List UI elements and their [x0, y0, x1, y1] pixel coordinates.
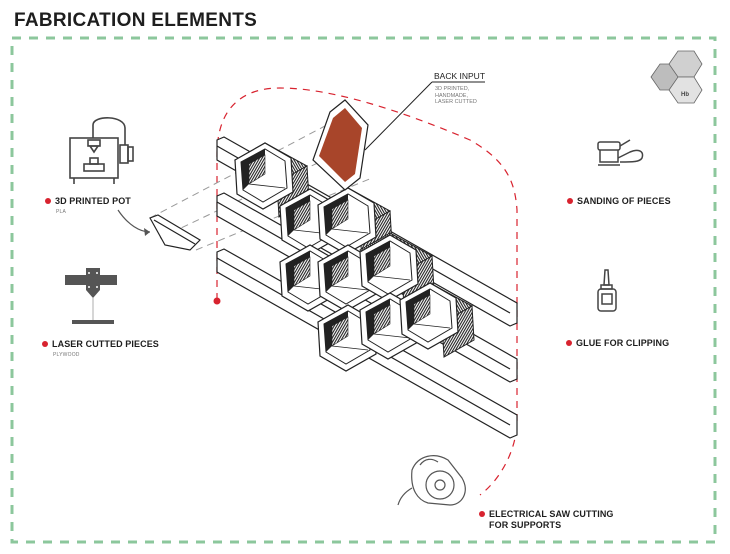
label-3d-printed-pot: 3D PRINTED POT: [45, 196, 131, 207]
path-start-dot: [213, 297, 221, 305]
label-laser-cutted: LASER CUTTED PIECES: [42, 339, 159, 350]
3d-printer-icon: [69, 117, 134, 184]
back-input-line: 3D PRINTED,: [435, 86, 470, 92]
page-title: FABRICATION ELEMENTS: [14, 10, 258, 31]
back-input-line: HANDMADE,: [435, 92, 469, 99]
glue-bottle-icon: [597, 269, 617, 312]
logo-hexagons: [650, 50, 703, 104]
label-electrical-saw: ELECTRICAL SAW CUTTING FOR SUPPORTS: [479, 509, 614, 531]
bullet-dot: [566, 340, 572, 346]
logo-text: Hb: [681, 92, 689, 98]
bullet-dot: [42, 341, 48, 347]
assembly-path: [216, 87, 518, 496]
bullet-dot: [479, 511, 485, 517]
laser-cutter-icon: [65, 268, 117, 324]
back-input-line: LASER CUTTED: [435, 99, 477, 105]
label-text: ELECTRICAL SAW CUTTING: [489, 509, 614, 519]
label-text: SANDING OF PIECES: [577, 196, 671, 206]
label-text: GLUE FOR CLIPPING: [576, 338, 670, 348]
circular-saw-icon: [397, 455, 466, 506]
printed-pot: [149, 214, 201, 251]
label-text-line2: FOR SUPPORTS: [489, 520, 562, 530]
sub-label-pla: PLA: [56, 209, 67, 215]
back-input-title: BACK INPUT: [434, 71, 486, 81]
bullet-dot: [45, 198, 51, 204]
label-text: LASER CUTTED PIECES: [52, 339, 159, 349]
sander-icon: [597, 139, 644, 166]
back-input-desc: 3D PRINTED, HANDMADE, LASER CUTTED: [435, 86, 477, 106]
label-sanding: SANDING OF PIECES: [567, 196, 671, 207]
sub-label-plywood: PLYWOOD: [53, 352, 80, 358]
back-input-panel: [312, 99, 369, 191]
label-text: 3D PRINTED POT: [55, 196, 131, 206]
bullet-dot: [567, 198, 573, 204]
label-glue: GLUE FOR CLIPPING: [566, 338, 669, 349]
